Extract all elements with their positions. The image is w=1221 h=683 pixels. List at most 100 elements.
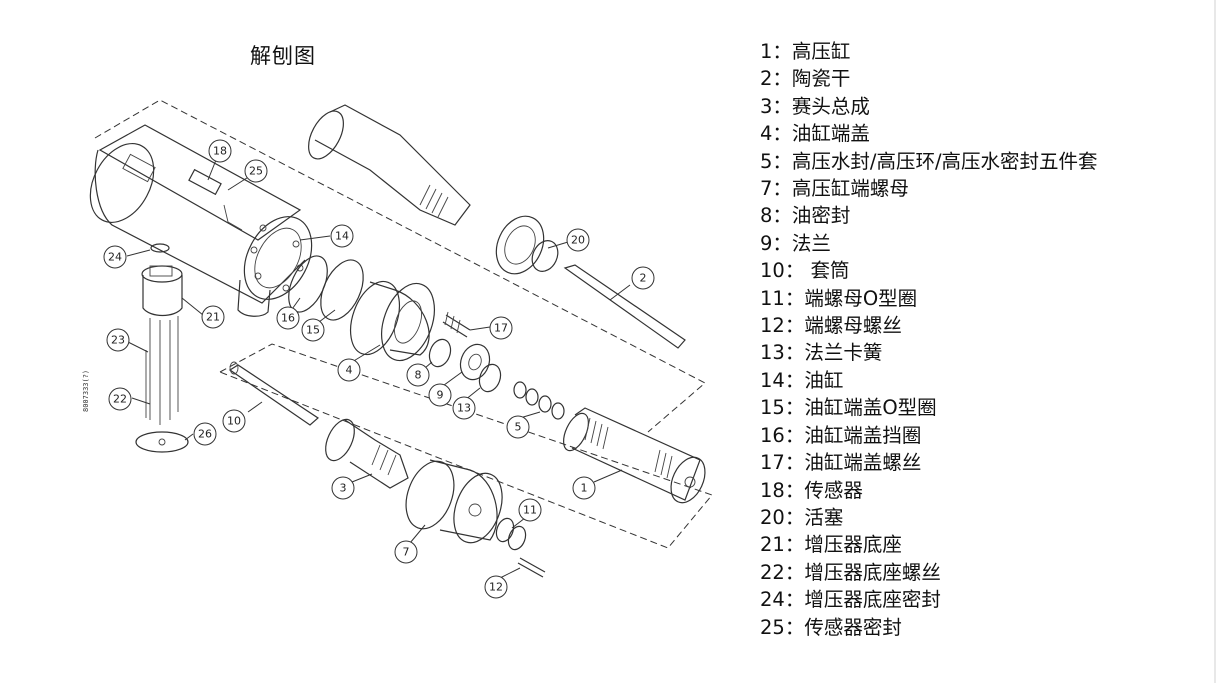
svg-text:1: 1: [581, 482, 588, 495]
part-end-nut-oring-a: [495, 517, 515, 543]
legend-item: 9：法兰: [760, 231, 831, 255]
part-end-cap-screw: [442, 311, 471, 338]
part-hp-cylinder-end-nut: [405, 459, 503, 544]
leader-10: [247, 401, 263, 413]
legend-item: 10： 套筒: [760, 259, 850, 283]
svg-text:5: 5: [515, 421, 522, 434]
callout-25: 25: [244, 159, 268, 183]
svg-text:26: 26: [198, 428, 212, 441]
legend-item: 17：油缸端盖螺丝: [760, 451, 922, 475]
svg-text:4: 4: [346, 364, 353, 377]
legend-item: 11：端螺母O型圈: [760, 286, 918, 310]
svg-text:11: 11: [523, 504, 537, 517]
legend-item: 14：油缸: [760, 368, 844, 392]
legend-item: 18：传感器: [760, 478, 863, 502]
svg-text:17: 17: [494, 322, 508, 335]
leader-3: [351, 473, 373, 483]
callout-13: 13: [452, 396, 476, 420]
leader-2: [609, 284, 631, 301]
legend-item: 5：高压水封/高压环/高压水密封五件套: [760, 149, 1098, 173]
svg-text:25: 25: [249, 165, 263, 178]
part-sensor: [188, 168, 243, 231]
exploded-boundary-upper: [94, 99, 706, 433]
leader-24: [126, 249, 151, 257]
svg-text:12: 12: [489, 581, 503, 594]
legend-item: 24：增压器底座密封: [760, 588, 941, 612]
part-hp-cylinder: [563, 407, 706, 504]
svg-text:20: 20: [571, 234, 585, 247]
svg-text:22: 22: [113, 393, 127, 406]
legend-item: 13：法兰卡簧: [760, 341, 883, 365]
legend-item: 20：活塞: [760, 505, 844, 529]
legend-item: 2：陶瓷干: [760, 67, 851, 91]
part-end-nut-screw: [517, 557, 546, 578]
drawing-code: 8007333(?): [82, 370, 90, 412]
part-intensifier-base: [135, 243, 189, 453]
svg-text:9: 9: [437, 389, 444, 402]
part-end-nut-oring-b: [507, 525, 527, 551]
callout-14: 14: [330, 224, 354, 248]
part-flange: [459, 343, 491, 381]
legend-item: 8：油密封: [760, 204, 851, 228]
callout-20: 20: [566, 228, 590, 252]
callout-24: 24: [103, 245, 127, 269]
leader-17: [469, 326, 491, 331]
svg-text:18: 18: [213, 145, 227, 158]
part-poppet-assembly: [325, 418, 409, 489]
legend-item: 1：高压缸: [760, 40, 851, 63]
part-ceramic-plunger: [563, 264, 686, 349]
callout-11: 11: [518, 498, 542, 522]
leader-1: [593, 469, 623, 483]
legend-item: 3：赛头总成: [760, 94, 870, 118]
svg-text:7: 7: [403, 546, 410, 559]
leader-4: [351, 344, 381, 363]
part-hp-seal-set: [513, 381, 565, 420]
svg-text:3: 3: [340, 482, 347, 495]
parts-legend: 1：高压缸 2：陶瓷干 3：赛头总成 4：油缸端盖 5：高压水封/高压环/高压水…: [760, 38, 1098, 641]
part-oil-cylinder-end-cap-oring: [320, 259, 364, 321]
legend-item: 16：油缸端盖挡圈: [760, 423, 922, 447]
leader-7: [409, 524, 426, 544]
leader-21: [181, 297, 204, 316]
svg-text:15: 15: [306, 324, 320, 337]
callout-10: 10: [222, 409, 246, 433]
leader-20: [547, 241, 569, 249]
part-sleeve: [228, 361, 319, 426]
leader-11: [511, 517, 526, 529]
callout-16: 16: [276, 306, 300, 330]
svg-text:2: 2: [640, 272, 647, 285]
part-hp-cylinder-upper: [308, 104, 471, 226]
callout-17: 17: [489, 316, 513, 340]
leader-23: [127, 341, 149, 353]
legend-item: 21：增压器底座: [760, 533, 902, 557]
part-flange-circlip: [478, 363, 502, 393]
page-edge-divider: [1214, 0, 1216, 683]
callout-22: 22: [108, 387, 132, 411]
callout-3: 3: [331, 476, 355, 500]
callout-1: 1: [572, 476, 596, 500]
svg-text:23: 23: [111, 334, 125, 347]
leader-25: [227, 175, 251, 191]
svg-text:16: 16: [281, 312, 295, 325]
callout-9: 9: [428, 383, 452, 407]
part-oil-cylinder-end-cap: [349, 280, 435, 362]
legend-item: 12：端螺母螺丝: [760, 314, 902, 338]
leader-26: [184, 433, 194, 441]
part-piston: [495, 215, 559, 275]
legend-item: 25：传感器密封: [760, 615, 902, 639]
exploded-view-drawing: 1 2 3 4 5 7 8 9 10 11 12 13 14 15 16 17 …: [82, 99, 713, 599]
legend-item: 7：高压缸端螺母: [760, 177, 909, 201]
callout-26: 26: [193, 422, 217, 446]
callout-18: 18: [208, 139, 232, 163]
callout-21: 21: [201, 305, 225, 329]
legend-item: 22：增压器底座螺丝: [760, 560, 941, 584]
diagram-title: 解刨图: [250, 44, 316, 68]
svg-text:24: 24: [108, 251, 122, 264]
svg-text:10: 10: [227, 415, 241, 428]
part-oil-seal: [428, 338, 452, 368]
part-oil-cylinder: [89, 124, 313, 317]
legend-item: 4：油缸端盖: [760, 122, 870, 146]
svg-text:8: 8: [415, 369, 422, 382]
legend-item: 15：油缸端盖O型圈: [760, 396, 937, 420]
callout-12: 12: [484, 575, 508, 599]
